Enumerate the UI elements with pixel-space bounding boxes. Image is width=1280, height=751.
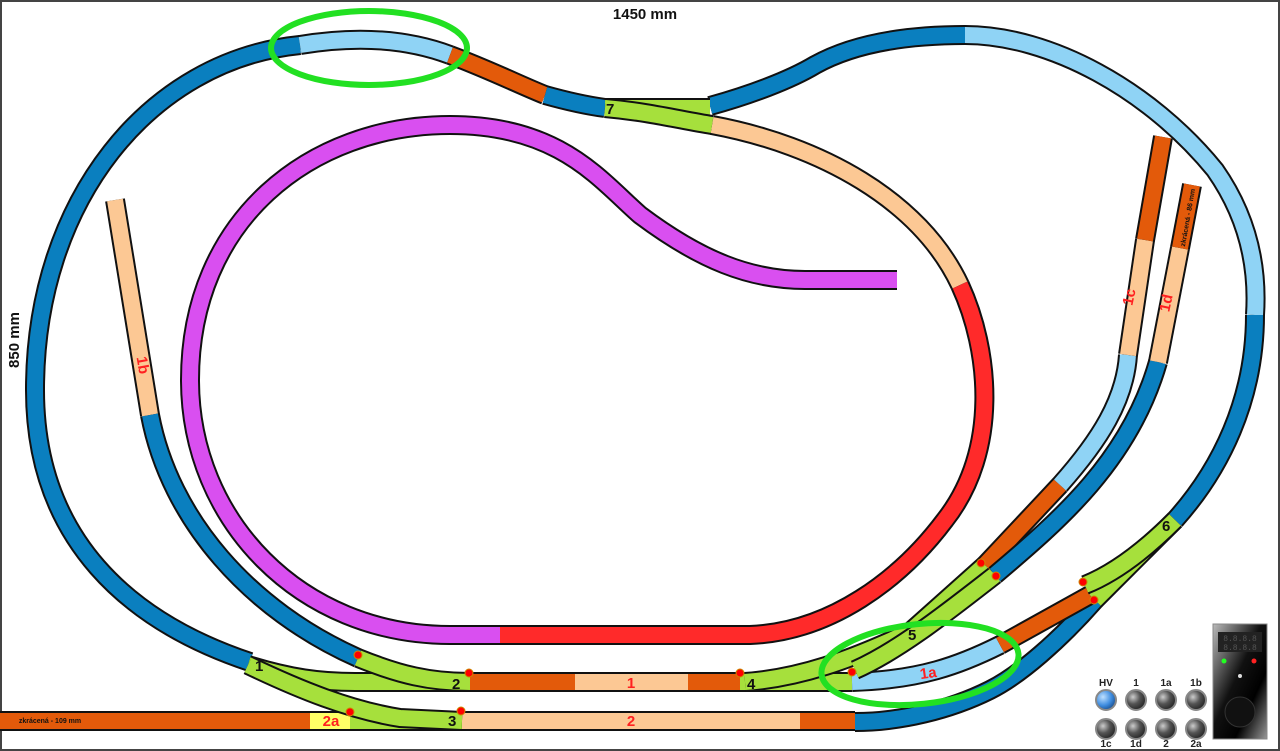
track-segment-orange[interactable] — [979, 479, 1066, 571]
display-row-1: 8.8.8.8 — [1223, 635, 1257, 644]
turnout-1-label: 1 — [255, 658, 263, 675]
track-segment-lightblue[interactable] — [298, 31, 453, 63]
track-segment-lightblue[interactable] — [1054, 354, 1136, 491]
track-segment-purple[interactable] — [181, 116, 897, 643]
track-button-1[interactable] — [1125, 689, 1147, 711]
speed-knob[interactable] — [1224, 696, 1256, 728]
track-segment-peach[interactable] — [1120, 238, 1153, 357]
track-segment-red[interactable] — [500, 281, 993, 643]
signal-dot — [976, 558, 986, 568]
track-segment-blue[interactable] — [989, 359, 1166, 582]
signal-dot — [991, 571, 1001, 581]
track-segment-orange[interactable] — [996, 588, 1094, 652]
track-segment-blue[interactable] — [542, 87, 607, 116]
track-segment-blue[interactable] — [142, 413, 362, 666]
track-button-1d[interactable] — [1125, 718, 1147, 740]
tracks-layer — [0, 25, 1266, 732]
track-button-2a[interactable] — [1185, 718, 1207, 740]
track-segment-lightblue[interactable] — [964, 27, 1264, 316]
track-button-1a[interactable] — [1155, 689, 1177, 711]
signal-dot — [735, 668, 745, 678]
track-1d-label: 1d — [1156, 293, 1176, 314]
track-button-label: 1a — [1160, 678, 1172, 689]
signal-dot — [464, 668, 474, 678]
turnout-4-label: 4 — [747, 676, 756, 693]
track-segment-peach[interactable] — [107, 198, 158, 417]
track-1a-label: 1a — [919, 664, 939, 683]
track-button-hv[interactable] — [1095, 689, 1117, 711]
track-button-label: 1d — [1130, 739, 1142, 750]
turnout-5-label: 5 — [908, 627, 916, 644]
track-button-1b[interactable] — [1185, 689, 1207, 711]
signal-dot — [353, 650, 363, 660]
turnout-3-label: 3 — [448, 713, 456, 730]
short-track-note-bottom: zkrácená - 109 mm — [19, 718, 81, 725]
track-segment-green[interactable] — [1081, 514, 1181, 593]
signal-dot — [456, 706, 466, 716]
display-row-2: 8.8.8.8 — [1223, 644, 1257, 653]
track-segment-blue[interactable] — [1169, 314, 1263, 526]
track-segment-blue[interactable] — [854, 594, 1102, 730]
signal-dot — [345, 707, 355, 717]
track-button-label: 1 — [1133, 678, 1139, 689]
track-segment-orange[interactable] — [1137, 135, 1171, 242]
track-button-label: 2a — [1190, 739, 1202, 750]
track-button-2[interactable] — [1155, 718, 1177, 740]
track-segment-blue[interactable] — [707, 27, 966, 114]
direction-switch[interactable] — [1238, 674, 1242, 678]
width-dimension: 1450 mm — [613, 6, 677, 23]
track-2-label: 2 — [627, 713, 635, 730]
track-segment-green[interactable] — [244, 657, 463, 729]
track-segment-green[interactable] — [851, 568, 1000, 678]
red-led-icon — [1251, 658, 1257, 664]
junction-dots — [345, 558, 1099, 717]
highlight-ellipse-bottom — [818, 619, 1022, 709]
signal-dot — [1089, 595, 1099, 605]
track-segment-orange[interactable] — [1172, 183, 1200, 250]
track-1b-label: 1b — [133, 355, 153, 375]
track-outline — [179, 114, 897, 645]
track-1c-label: 1c — [1120, 287, 1140, 307]
track-button-label: 2 — [1163, 739, 1169, 750]
signal-dot — [1078, 577, 1088, 587]
track-button-label: HV — [1099, 678, 1113, 689]
track-segment-green[interactable] — [354, 650, 471, 690]
turnout-2-label: 2 — [452, 676, 460, 693]
turnout-7-label: 7 — [606, 101, 614, 118]
track-button-label: 1b — [1190, 678, 1202, 689]
track-1-label: 1 — [627, 675, 635, 692]
track-segment-peach[interactable] — [1150, 246, 1188, 364]
track-button-label: 1c — [1100, 739, 1112, 750]
track-segment-blue[interactable] — [26, 37, 301, 670]
control-panel: HV 1 1a 1b 1c 1d 2 2a 8.8.8.8 8.8.8.8 — [1095, 623, 1268, 750]
track-segment-green[interactable] — [604, 100, 714, 133]
track-segment-lightblue[interactable] — [851, 637, 1004, 690]
track-outline — [710, 115, 970, 290]
track-outline — [500, 280, 995, 645]
turnout-6-label: 6 — [1162, 518, 1170, 535]
highlight-ellipse-top — [268, 8, 470, 88]
track-button-1c[interactable] — [1095, 718, 1117, 740]
track-segment-peach[interactable] — [710, 117, 968, 289]
signal-dot — [847, 667, 857, 677]
green-led-icon — [1221, 658, 1227, 664]
height-dimension: 850 mm — [6, 312, 23, 368]
track-2a-label: 2a — [323, 713, 340, 730]
digital-display — [1218, 632, 1262, 652]
